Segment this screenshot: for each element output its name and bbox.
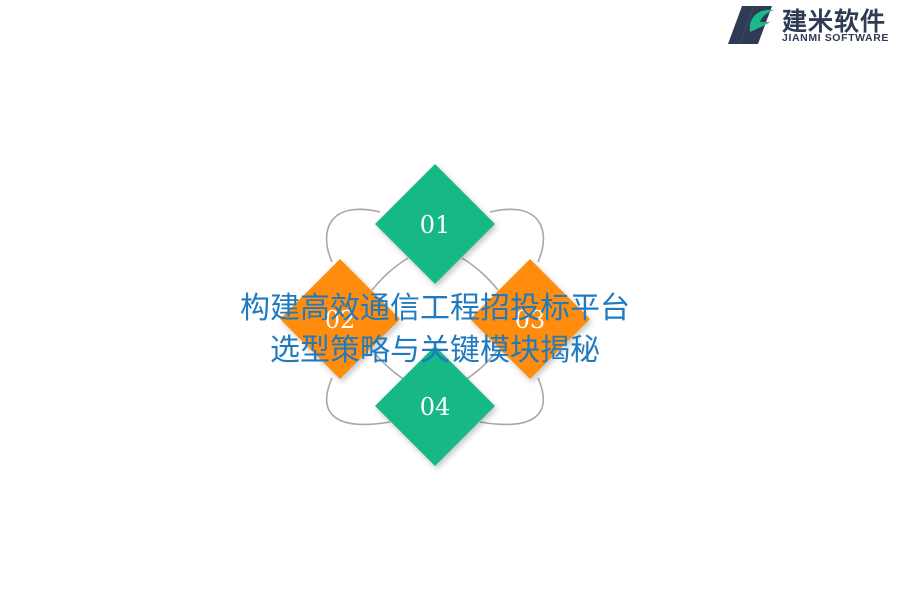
- brand-name-en: JIANMI SOFTWARE: [782, 32, 890, 44]
- diamond-01: [375, 164, 495, 284]
- diamond-03-shape: [470, 259, 590, 379]
- diamond-04: [375, 346, 495, 466]
- diamond-03-label: 03: [515, 306, 546, 334]
- diamond-02-label: 02: [325, 306, 356, 334]
- brand-name-cn: 建米软件: [782, 7, 887, 36]
- ring-top-right: [489, 208, 545, 263]
- ring-inner-tr: [461, 257, 499, 291]
- page-title-line-1: 构建高效通信工程招投标平台: [240, 291, 630, 326]
- diamond-01-shape: [375, 164, 495, 284]
- diamond-02: [280, 259, 400, 379]
- jianmi-logo-icon: [728, 6, 774, 44]
- diamond-01-label: 01: [420, 211, 451, 239]
- ring-bottom-left: [325, 377, 391, 426]
- ring-top-left: [325, 208, 381, 263]
- diamond-02-shape: [280, 259, 400, 379]
- brand-logo: 建米软件 JIANMI SOFTWARE: [722, 0, 900, 48]
- connector-rings: [325, 208, 545, 426]
- ring-inner-tl: [371, 257, 409, 291]
- diamond-04-shape: [375, 346, 495, 466]
- diamond-03: [470, 259, 590, 379]
- page-title-line-2: 选型策略与关键模块揭秘: [270, 333, 600, 368]
- diamond-04-label: 04: [420, 393, 451, 421]
- ring-bottom-right: [479, 377, 545, 426]
